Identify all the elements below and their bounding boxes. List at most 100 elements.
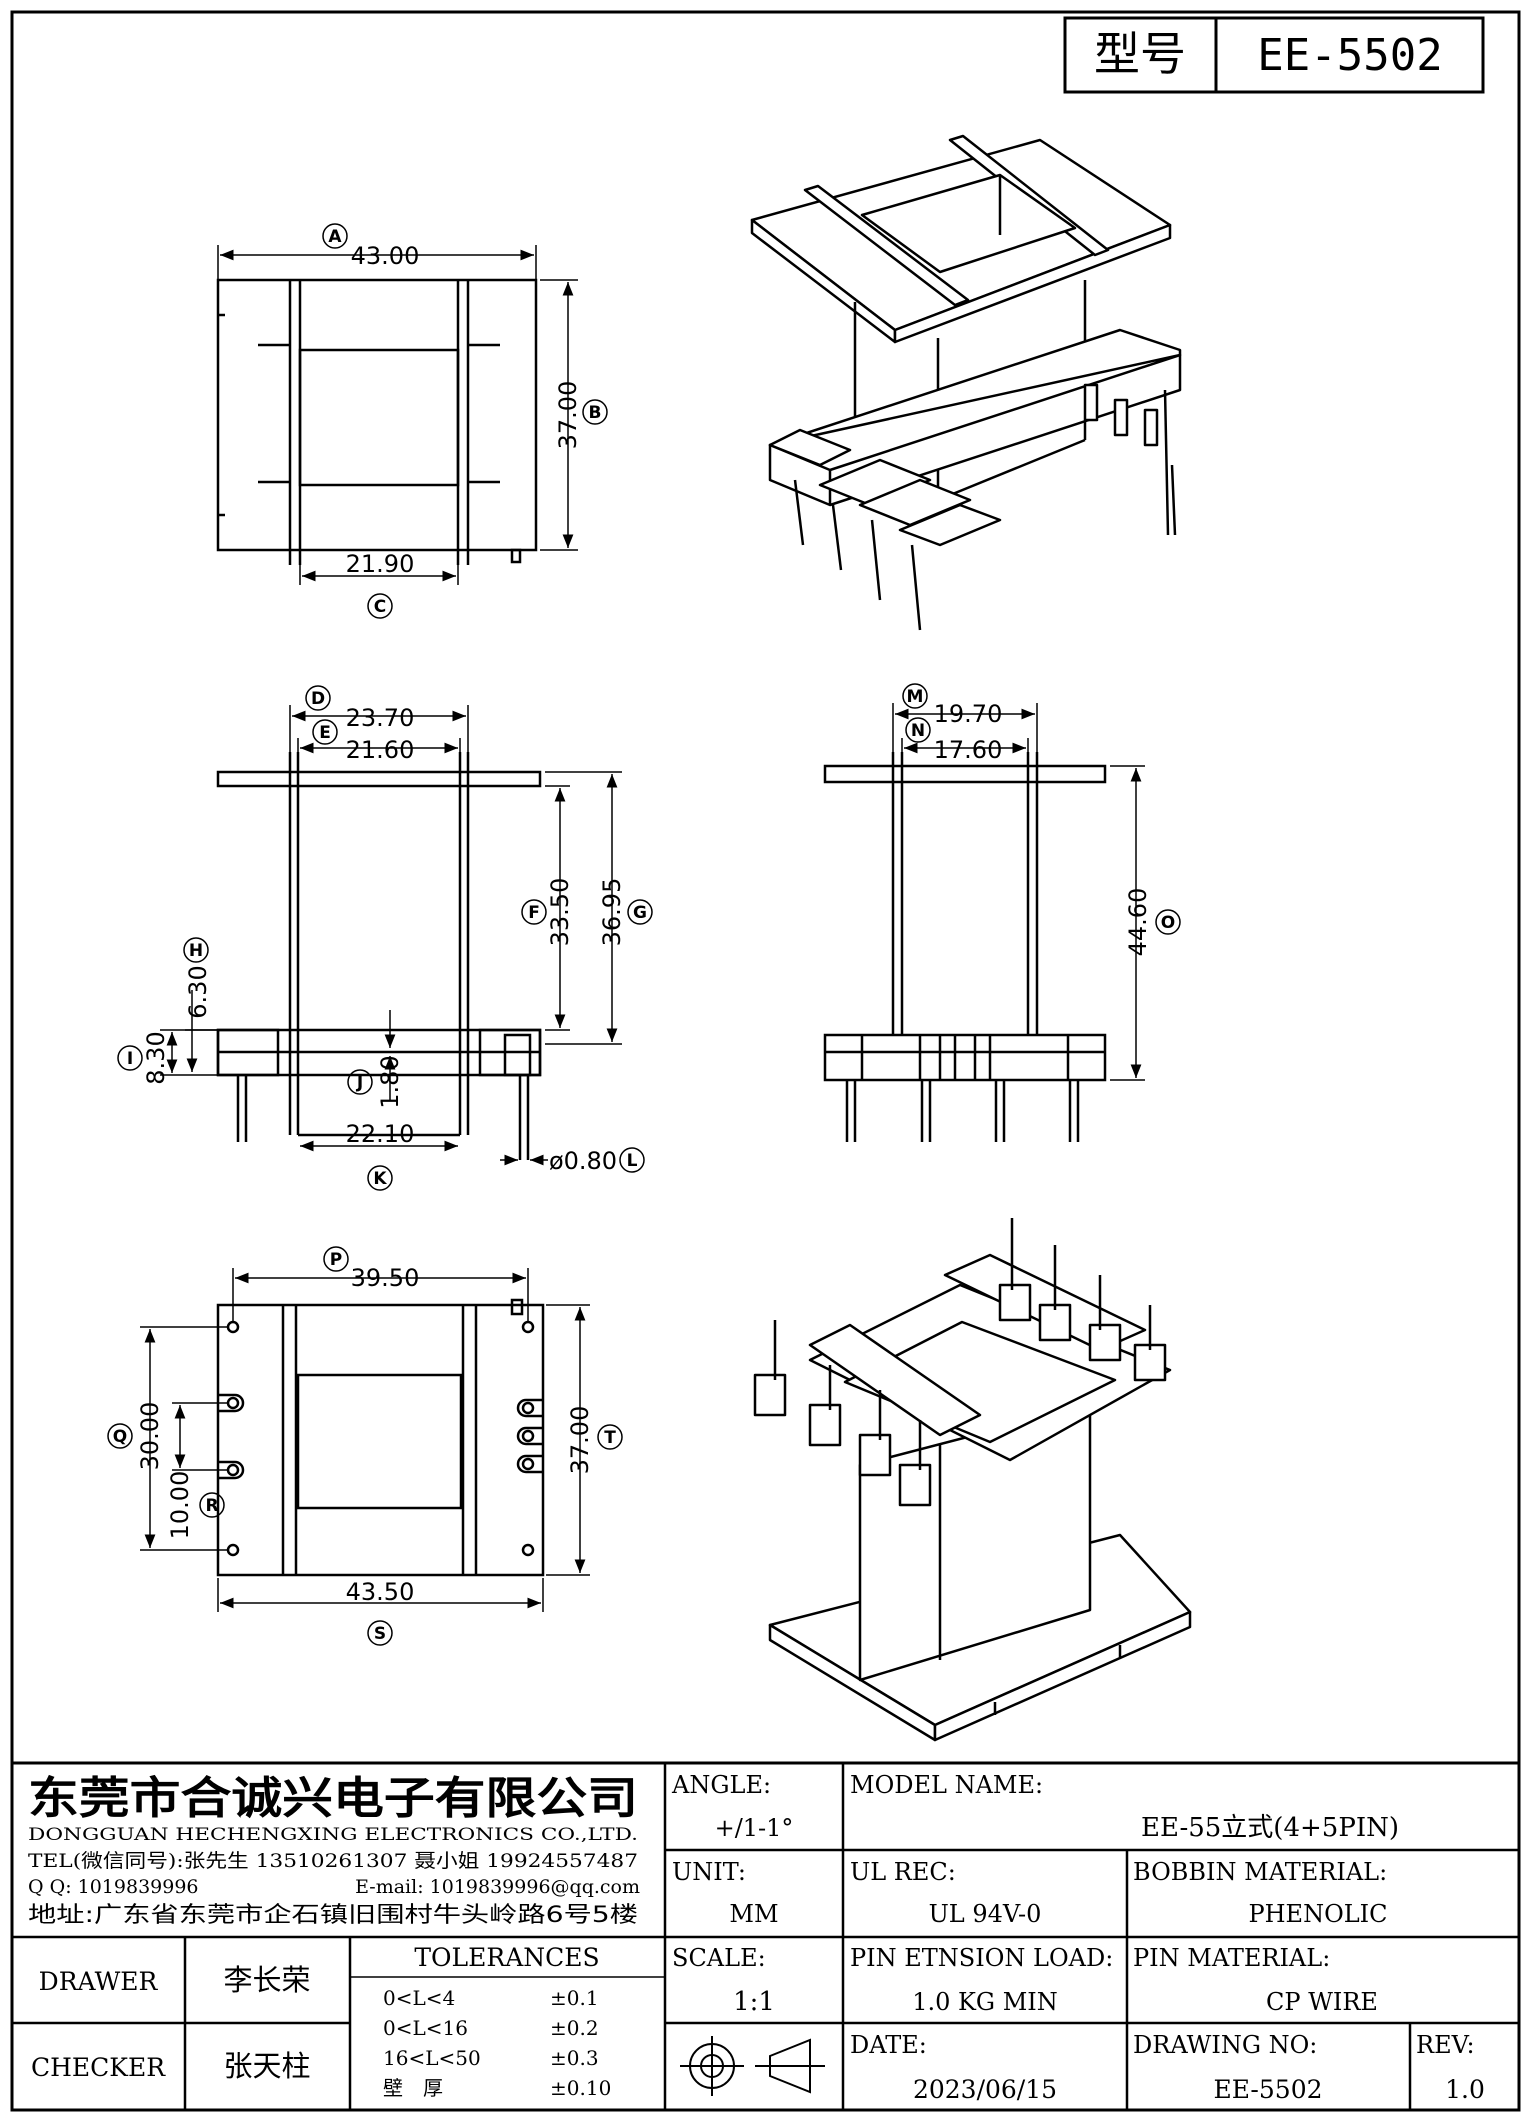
- dim-G-value: 36.95: [598, 878, 626, 947]
- checker-label: CHECKER: [31, 2053, 166, 2082]
- top-view: [216, 278, 538, 565]
- company-name-cn: 东莞市合诚兴电子有限公司: [28, 1773, 638, 1824]
- dim-F-value: 33.50: [546, 878, 574, 947]
- tolerances-label: TOLERANCES: [414, 1943, 599, 1972]
- dim-D-value: 23.70: [346, 704, 415, 732]
- dim-F-letter: F: [528, 903, 540, 923]
- iso-view-lower: [753, 1218, 1192, 1742]
- drawing-no-label: DRAWING NO:: [1133, 2031, 1317, 2059]
- dim-D-letter: D: [311, 689, 325, 709]
- ul-rec-label: UL REC:: [850, 1858, 956, 1886]
- dim-L: [500, 1147, 645, 1173]
- dim-Q-value: 30.00: [136, 1402, 164, 1471]
- date-label: DATE:: [850, 2031, 927, 2059]
- tol-value-4: ±0.10: [550, 2076, 611, 2100]
- dim-B: [540, 279, 608, 551]
- company-name-en: DONGGUAN HECHENGXING ELECTRONICS CO.,LTD…: [28, 1825, 638, 1845]
- header-model-box: 型号 EE-5502: [1063, 16, 1485, 94]
- side-view-top-flange: [823, 764, 1107, 784]
- header-model-label: 型号: [1094, 27, 1186, 81]
- top-view-window: [298, 348, 460, 487]
- bobbin-material-label: BOBBIN MATERIAL:: [1133, 1858, 1387, 1886]
- dim-G-letter: G: [633, 903, 647, 923]
- dim-P-value: 39.50: [351, 1264, 420, 1292]
- dim-J-letter: J: [356, 1073, 363, 1093]
- company-qq: Q Q: 1019839996: [28, 1876, 199, 1898]
- title-block-grid: [12, 1761, 1519, 2110]
- unit-label: UNIT:: [672, 1858, 746, 1886]
- dim-H-letter: H: [189, 941, 203, 961]
- pin-material-value: CP WIRE: [1266, 1988, 1378, 2016]
- top-view-flange: [216, 278, 538, 552]
- dim-A-letter: A: [328, 227, 342, 247]
- model-name-label: MODEL NAME:: [850, 1771, 1043, 1799]
- dim-K-letter: K: [373, 1169, 387, 1189]
- dim-I-letter: I: [127, 1049, 133, 1069]
- dim-L-letter: L: [627, 1151, 638, 1171]
- rev-label: REV:: [1416, 2031, 1475, 2059]
- dim-N-letter: N: [911, 721, 925, 741]
- dim-J: [347, 1010, 396, 1100]
- bottom-view: [216, 1298, 545, 1577]
- bottom-view-outline: [216, 1303, 545, 1577]
- projection-symbol-icon: [680, 2036, 825, 2096]
- dim-D: [289, 685, 469, 752]
- dim-R: [172, 1402, 228, 1518]
- dim-R-value: 10.00: [166, 1471, 194, 1540]
- dim-J-value: 1.80: [376, 1055, 404, 1108]
- drawer-label: DRAWER: [39, 1967, 159, 1996]
- angle-label: ANGLE:: [671, 1771, 771, 1799]
- dim-B-value: 37.00: [554, 381, 582, 450]
- tol-range-2: 0<L<16: [383, 2016, 468, 2040]
- dim-S: [217, 1578, 544, 1646]
- dim-E: [297, 719, 461, 754]
- bottom-view-window: [296, 1373, 463, 1510]
- bobbin-material-value: PHENOLIC: [1248, 1900, 1387, 1928]
- header-model-value: EE-5502: [1257, 30, 1442, 81]
- dim-F: [521, 785, 570, 1031]
- dim-E-value: 21.60: [346, 736, 415, 764]
- dim-M-value: 19.70: [934, 700, 1003, 728]
- dim-Q-letter: Q: [113, 1427, 127, 1447]
- tol-range-4: 壁 厚: [383, 2076, 443, 2100]
- rev-value: 1.0: [1445, 2075, 1485, 2104]
- dim-A: [217, 223, 537, 280]
- dim-I: [117, 1029, 218, 1076]
- dim-T: [546, 1304, 623, 1576]
- dim-S-value: 43.50: [346, 1578, 415, 1606]
- dim-P-letter: P: [330, 1250, 342, 1270]
- company-tel: TEL(微信同号):张先生 13510261307 聂小姐 1992455748…: [28, 1850, 638, 1872]
- dim-M-letter: M: [907, 687, 924, 707]
- pin-load-label: PIN ETNSION LOAD:: [850, 1944, 1113, 1972]
- drawing-no-value: EE-5502: [1213, 2075, 1322, 2104]
- scale-label: SCALE:: [672, 1944, 766, 1972]
- dim-O-value: 44.60: [1124, 888, 1152, 957]
- dim-I-value: 8.30: [142, 1031, 170, 1084]
- front-view: [216, 752, 542, 1160]
- dim-S-letter: S: [374, 1624, 386, 1644]
- drawer-value: 李长荣: [223, 1963, 310, 1997]
- dim-E-letter: E: [319, 723, 331, 743]
- dim-H-value: 6.30: [184, 965, 212, 1018]
- dim-L-value: ø0.80: [549, 1147, 617, 1175]
- dim-N-value: 17.60: [934, 736, 1003, 764]
- tol-range-1: 0<L<4: [383, 1986, 455, 2010]
- tol-range-3: 16<L<50: [383, 2046, 481, 2070]
- dim-O: [1110, 765, 1181, 1081]
- dim-C-letter: C: [374, 597, 386, 617]
- dim-M: [892, 683, 1038, 752]
- dim-R-letter: R: [205, 1496, 218, 1516]
- pin-material-label: PIN MATERIAL:: [1133, 1944, 1330, 1972]
- dim-B-letter: B: [589, 403, 602, 423]
- dim-T-value: 37.00: [566, 1406, 594, 1475]
- tol-value-2: ±0.2: [550, 2016, 599, 2040]
- company-address: 地址:广东省东莞市企石镇旧围村牛头岭路6号5楼: [28, 1903, 638, 1928]
- tol-value-1: ±0.1: [550, 1986, 599, 2010]
- dim-O-letter: O: [1161, 913, 1175, 933]
- dim-C: [299, 565, 459, 619]
- dim-Q: [107, 1326, 228, 1551]
- front-view-top-flange: [216, 770, 542, 788]
- unit-value: MM: [729, 1900, 778, 1928]
- side-view-base: [823, 1033, 1107, 1082]
